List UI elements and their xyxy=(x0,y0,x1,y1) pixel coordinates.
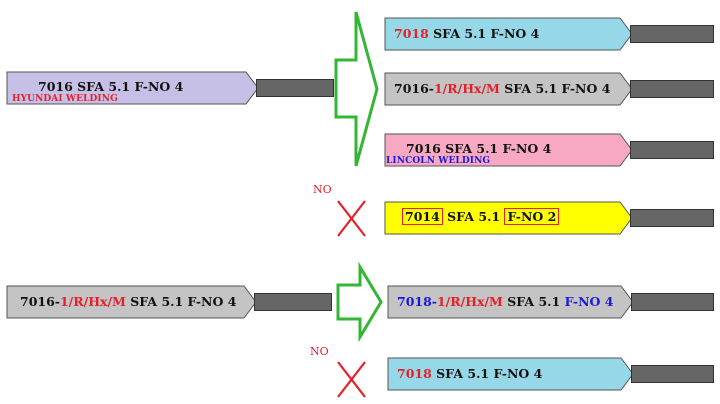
mismatch-code: 7014 xyxy=(402,208,443,225)
electrode-label: 7016-1/R/Hx/M SFA 5.1 F-NO 4 xyxy=(394,81,611,96)
electrode-label: 7018 SFA 5.1 F-NO 4 xyxy=(397,366,543,381)
electrode-body xyxy=(384,17,633,51)
electrode-body xyxy=(387,285,634,319)
no-label: NO xyxy=(310,345,329,358)
electrode-rod xyxy=(630,80,714,98)
electrode-body xyxy=(384,133,633,167)
electrode-label: 7016-1/R/Hx/M SFA 5.1 F-NO 4 xyxy=(20,294,237,309)
target-electrode-lincoln: 7016 SFA 5.1 F-NO 4 LINCOLN WELDING xyxy=(384,133,714,167)
electrode-body xyxy=(384,201,633,235)
source-electrode-hyundai: 7016 SFA 5.1 F-NO 4 HYUNDAI WELDING xyxy=(6,71,334,105)
electrode-body xyxy=(384,72,633,106)
target-electrode-7018: 7018 SFA 5.1 F-NO 4 xyxy=(384,17,714,51)
electrode-body xyxy=(387,357,634,391)
maker-label: HYUNDAI WELDING xyxy=(12,94,118,104)
electrode-rod xyxy=(630,209,714,227)
electrode-label: 7014 SFA 5.1 F-NO 2 xyxy=(402,208,560,225)
electrode-rod xyxy=(256,79,334,97)
mismatch-fno: F-NO 2 xyxy=(504,208,560,225)
reject-cross-icon xyxy=(337,200,366,237)
electrode-rod xyxy=(630,25,714,43)
reject-cross-icon xyxy=(337,361,366,398)
electrode-body xyxy=(6,71,259,105)
source-electrode-7016-1rhxm: 7016-1/R/Hx/M SFA 5.1 F-NO 4 xyxy=(6,285,332,319)
electrode-rod xyxy=(631,365,714,383)
electrode-rod xyxy=(254,293,332,311)
electrode-rod xyxy=(631,293,714,311)
rejected-electrode-7014: 7014 SFA 5.1 F-NO 2 xyxy=(384,201,714,235)
target-electrode-7018-1rhxm: 7018-1/R/Hx/M SFA 5.1 F-NO 4 xyxy=(387,285,714,319)
electrode-label: 7018 SFA 5.1 F-NO 4 xyxy=(394,26,540,41)
rejected-electrode-7018: 7018 SFA 5.1 F-NO 4 xyxy=(387,357,714,391)
big-arrow-icon xyxy=(334,11,379,167)
electrode-label: 7016 SFA 5.1 F-NO 4 xyxy=(406,141,552,156)
maker-label: LINCOLN WELDING xyxy=(386,156,491,166)
electrode-rod xyxy=(630,141,714,159)
electrode-label: 7018-1/R/Hx/M SFA 5.1 F-NO 4 xyxy=(397,294,614,309)
no-label: NO xyxy=(313,183,332,196)
target-electrode-7016-1rhxm: 7016-1/R/Hx/M SFA 5.1 F-NO 4 xyxy=(384,72,714,106)
electrode-label: 7016 SFA 5.1 F-NO 4 xyxy=(38,79,184,94)
electrode-body xyxy=(6,285,257,319)
small-arrow-icon xyxy=(336,261,383,343)
